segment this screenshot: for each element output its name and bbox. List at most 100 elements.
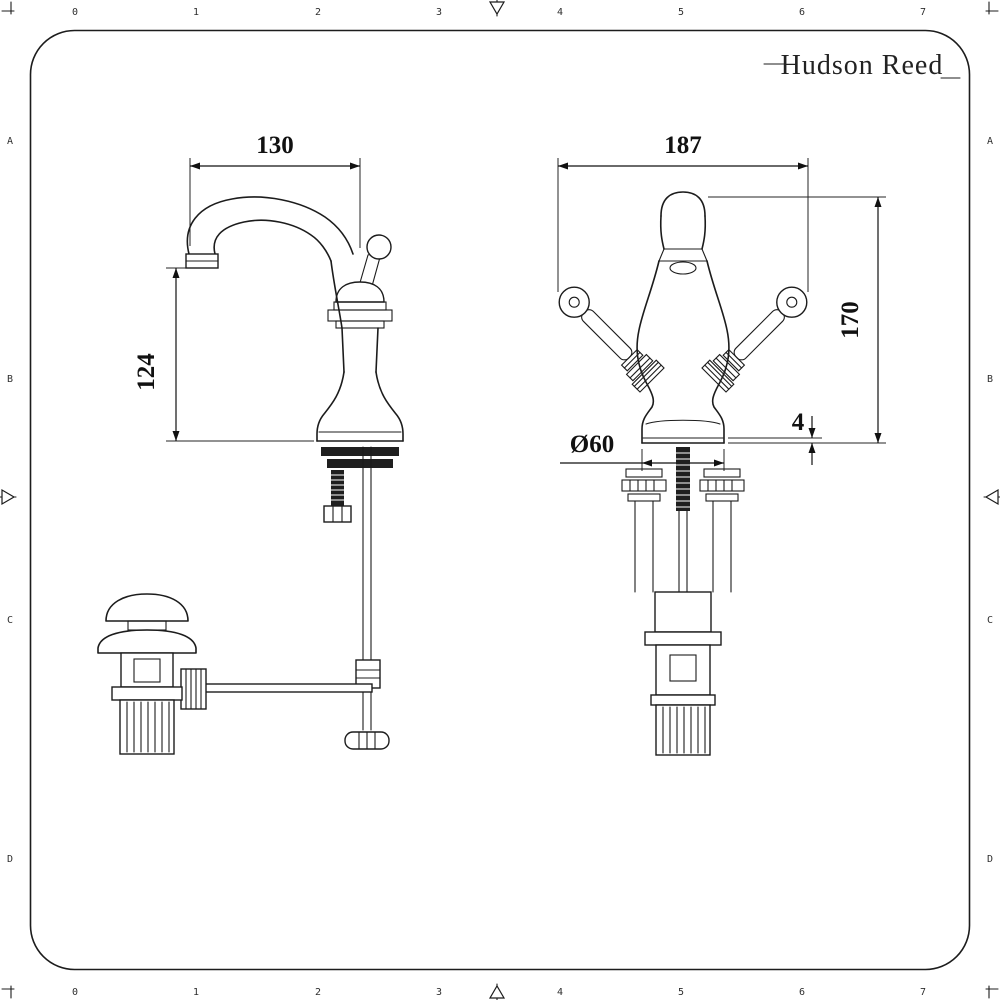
tap-side-view: 130 124 <box>97 132 404 755</box>
ruler-label: 1 <box>193 7 199 18</box>
brand-logo: Hudson Reed <box>763 50 961 81</box>
base-left <box>316 371 345 442</box>
dim-overall-height: 170 <box>708 196 886 444</box>
waste-flange <box>644 631 722 646</box>
handle-stem <box>581 309 633 361</box>
dim-text-spout-height: 124 <box>133 353 160 391</box>
waste-thread-body <box>119 699 175 755</box>
ruler-label: 5 <box>678 987 684 998</box>
waste-slot <box>133 658 161 683</box>
body-left-edge <box>636 260 660 444</box>
waste-collar <box>111 686 183 701</box>
ruler-label: A <box>987 136 993 147</box>
spout-inner-curve <box>213 219 332 262</box>
ruler-label: 5 <box>678 7 684 18</box>
waste-neck <box>127 620 167 631</box>
ruler-label: 0 <box>72 7 78 18</box>
handle-left <box>558 286 665 393</box>
ruler-label: 6 <box>799 987 805 998</box>
ruler-label: 3 <box>436 987 442 998</box>
tail-washer <box>705 493 739 502</box>
dim-base-diameter: Ø60 <box>560 431 725 471</box>
adjusting-knob <box>180 668 207 710</box>
center-mark-left <box>1 488 16 506</box>
waste-upper-cylinder <box>654 591 712 633</box>
tail-washer <box>627 493 661 502</box>
dim-text-spout-reach: 130 <box>256 132 294 159</box>
body-right-edge <box>706 260 730 444</box>
center-mark-bottom <box>488 984 506 999</box>
spout-side-right <box>701 215 707 250</box>
threaded-stud <box>331 470 344 506</box>
waste-collar <box>650 694 716 706</box>
tail-washer <box>625 468 663 478</box>
waste-thread-lines <box>126 701 170 753</box>
cartridge-dome <box>335 281 385 303</box>
side-fixing-kit <box>203 446 399 750</box>
collar-rings <box>623 351 662 390</box>
ruler-top: 0 1 2 3 4 5 6 7 <box>72 7 926 18</box>
dim-text-base-diameter: Ø60 <box>570 431 614 458</box>
handle-right <box>701 286 808 393</box>
drawing-frame <box>29 29 971 971</box>
ruler-label: A <box>7 136 13 147</box>
ruler-label: 2 <box>315 987 321 998</box>
body-left-edge <box>330 260 343 329</box>
dim-text-overall-height: 170 <box>837 301 864 339</box>
front-fixing-kit <box>621 447 745 756</box>
center-mark-top <box>488 1 506 16</box>
tail-nut <box>699 479 745 492</box>
ruler-right: A B C D <box>987 136 993 865</box>
waste-cap <box>105 593 189 622</box>
horizontal-link-rod <box>203 683 373 693</box>
ruler-label: C <box>987 615 993 626</box>
ruler-label: C <box>7 615 13 626</box>
spout-outlet-flange <box>658 248 708 262</box>
spout-dome <box>660 191 706 217</box>
tail-washer <box>703 468 741 478</box>
neck-right <box>375 327 379 373</box>
dim-text-base-gap: 4 <box>792 409 805 436</box>
ruler-label: D <box>7 854 13 865</box>
ruler-label: 2 <box>315 7 321 18</box>
collar-rings <box>704 351 743 390</box>
waste-thread-lines <box>662 706 706 754</box>
spout-side-left <box>659 215 665 250</box>
fixing-nut <box>323 505 352 523</box>
ruler-label: 7 <box>920 7 926 18</box>
ruler-label: 1 <box>193 987 199 998</box>
ruler-label: B <box>987 374 993 385</box>
rod-nut-facets <box>358 731 376 750</box>
waste-thread-body <box>655 704 711 756</box>
ruler-label: 3 <box>436 7 442 18</box>
waste-assembly-side <box>97 593 207 755</box>
handle-collar <box>701 359 735 393</box>
knob-knurl <box>185 668 202 710</box>
ruler-left: A B C D <box>7 136 13 865</box>
nut-facets <box>332 505 343 523</box>
backnut-washer <box>321 447 399 456</box>
base-right <box>375 371 404 442</box>
collar-ring <box>327 309 393 322</box>
knob-cap <box>568 296 580 308</box>
dim-text-overall-width: 187 <box>664 132 702 159</box>
tap-front-outline <box>558 191 808 444</box>
waste-slot <box>669 654 697 682</box>
collar-band <box>335 320 385 329</box>
thread-lines <box>331 474 344 501</box>
backnut-washer <box>327 459 393 468</box>
spout-outer-curve <box>186 196 354 255</box>
handle-knob <box>776 286 808 318</box>
thread-lines <box>676 452 690 508</box>
dim-overall-width: 187 <box>557 132 809 292</box>
ruler-label: 0 <box>72 987 78 998</box>
base-shoulder-line <box>645 419 721 425</box>
ruler-label: D <box>987 854 993 865</box>
frame-border <box>29 29 971 971</box>
knob-cap <box>786 296 798 308</box>
ruler-label: 4 <box>557 987 563 998</box>
